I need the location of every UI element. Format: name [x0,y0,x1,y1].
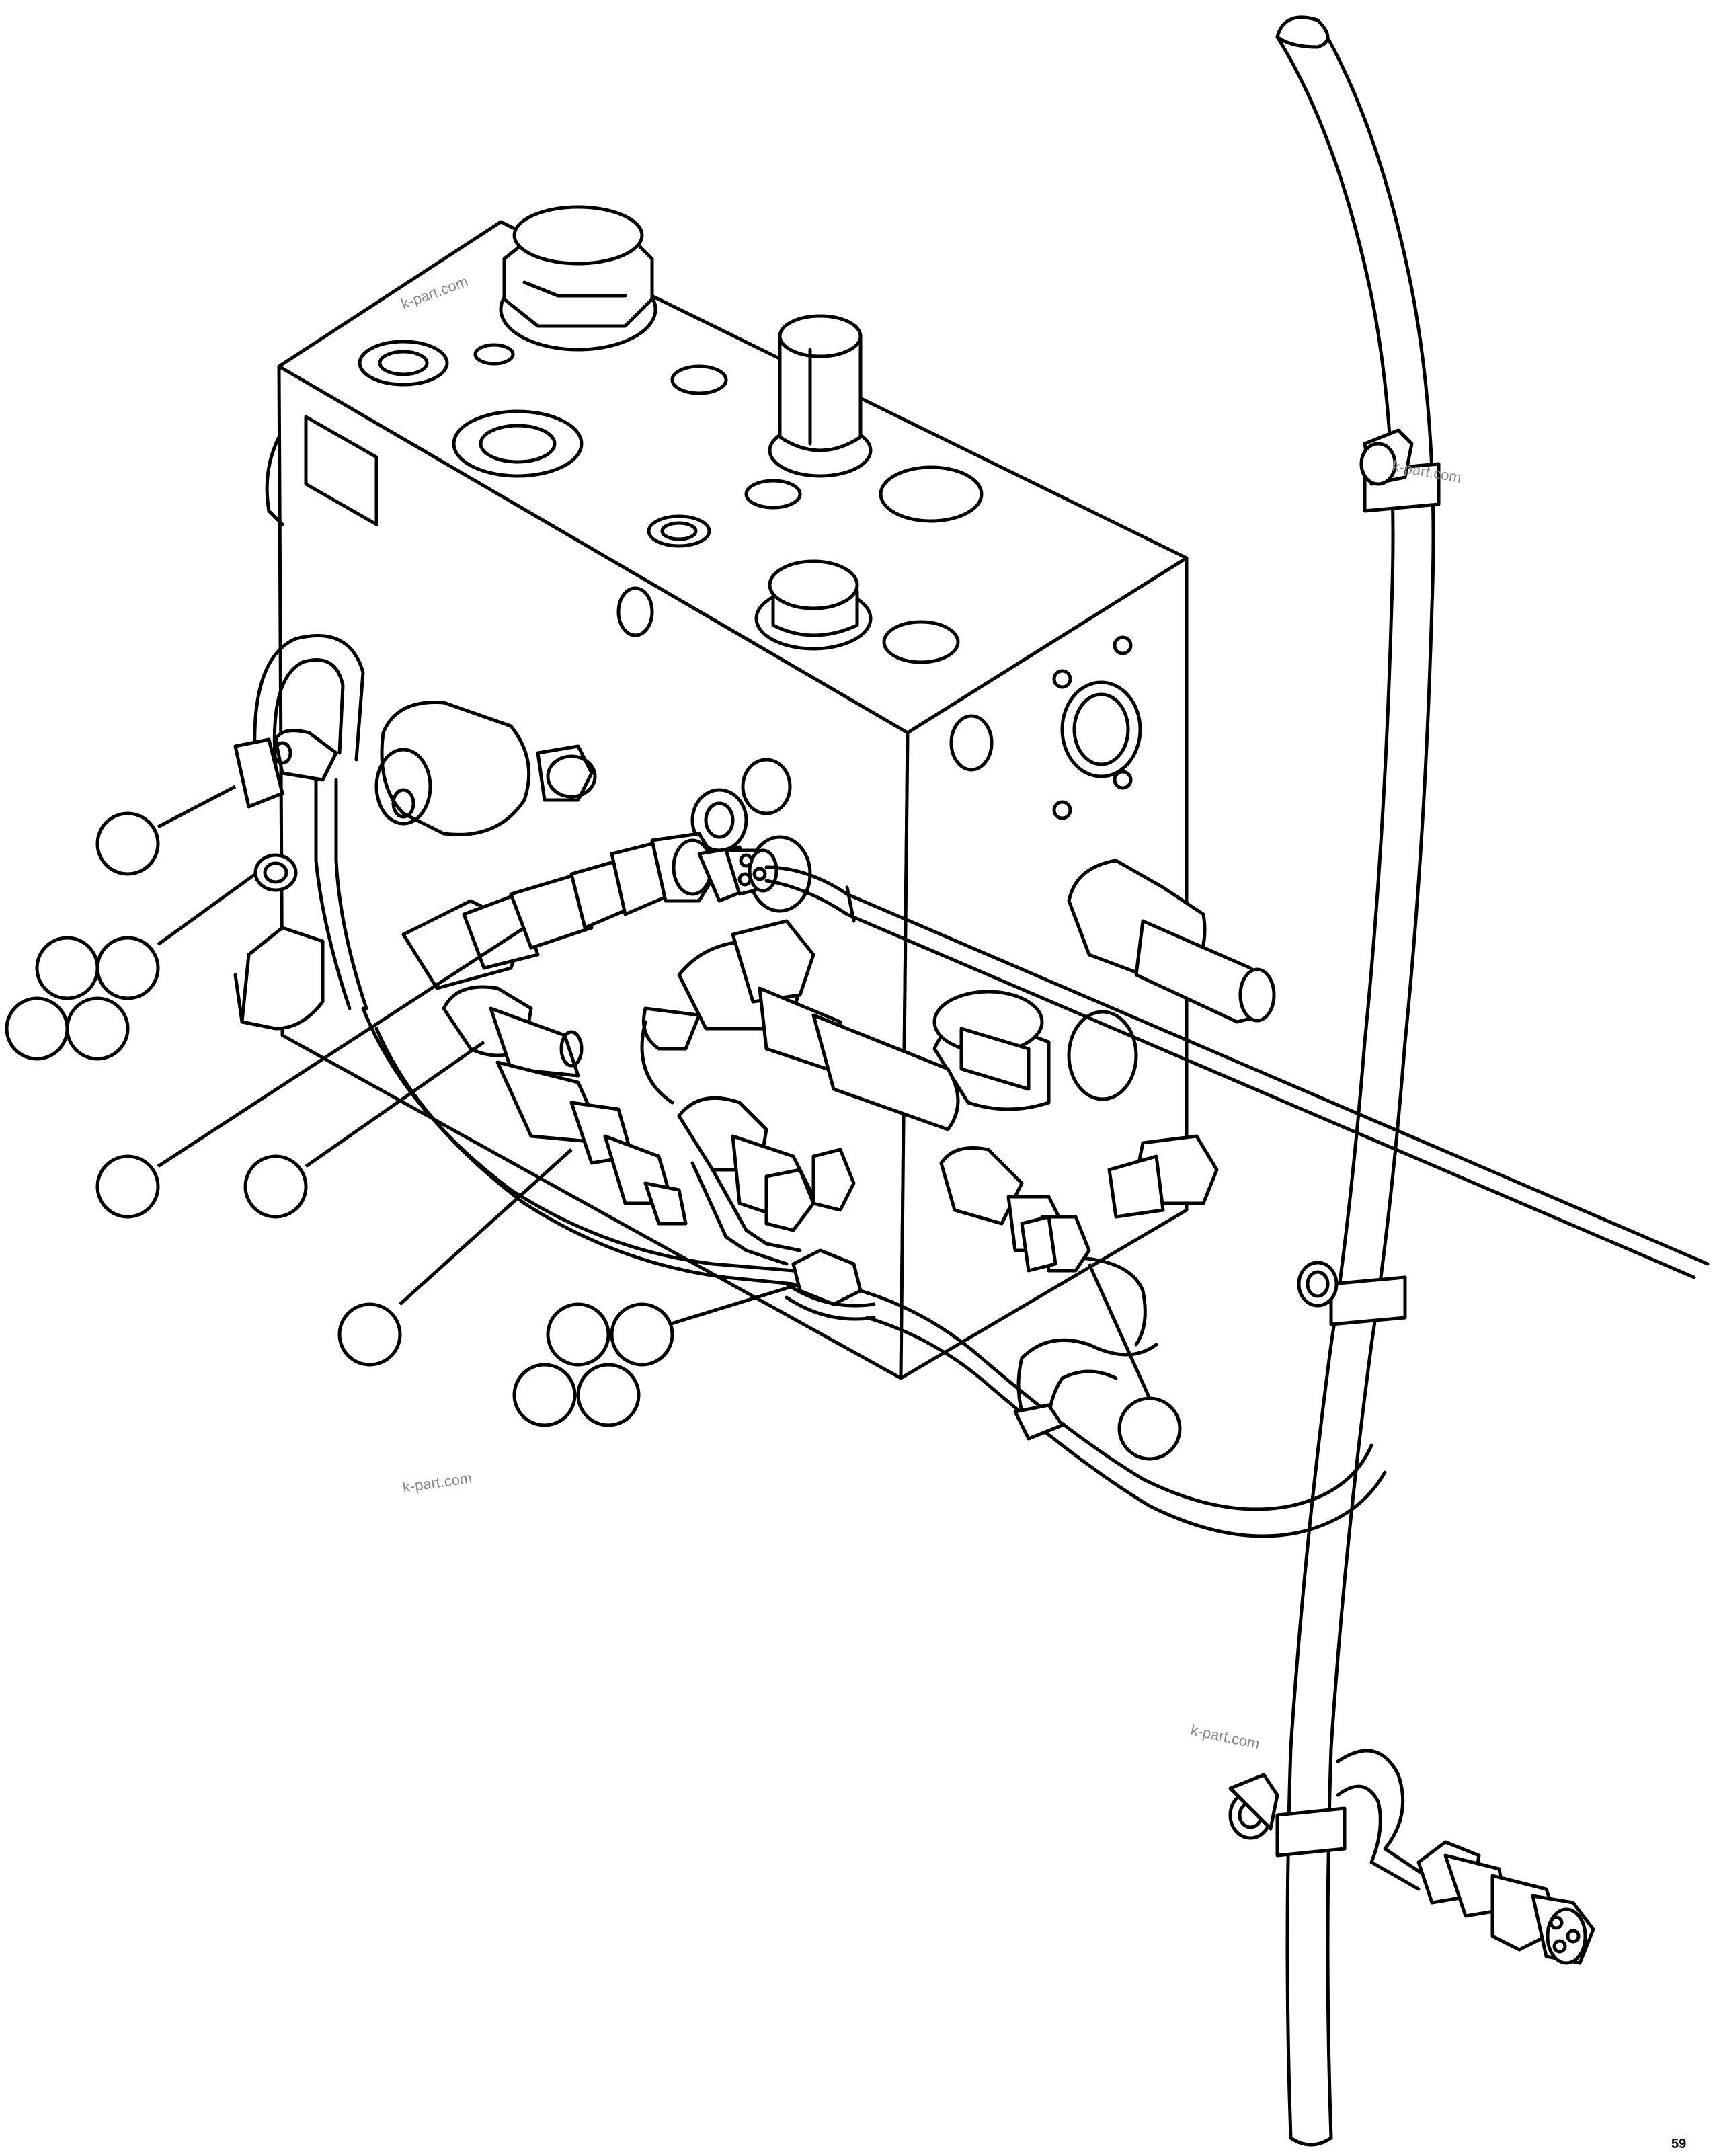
upper-sensor-connector [401,832,778,990]
small-hex-cap [754,559,873,651]
callout-6d[interactable] [576,1363,641,1427]
callout-2a[interactable] [35,936,99,1000]
branch-connector [1336,1749,1595,1965]
central-fittings [640,919,960,1266]
left-handle-bracket [233,926,325,1031]
right-face-ports [949,635,1142,1101]
large-hex-cap [499,205,657,352]
callout-2b[interactable] [95,936,160,1000]
callout-6b[interactable] [610,1302,674,1367]
callout-6a[interactable] [546,1302,610,1367]
bottom-harness [361,1006,1387,1538]
harness-loop [233,634,368,1010]
callout-3[interactable] [95,1154,160,1219]
callout-6c[interactable] [512,1363,577,1427]
callout-4[interactable] [243,1154,308,1219]
callout-circles [5,811,1182,1461]
top-ports [358,340,984,664]
elbow-fitting [1067,859,1276,1024]
solenoid-upper [374,701,597,836]
tall-hex-cartridge [768,314,873,478]
watermark: k-part.com [1189,1721,1261,1752]
callout-2c[interactable] [5,996,69,1061]
leader-lines [157,785,1152,1400]
vertical-hose [1228,15,1441,2147]
callout-7[interactable] [1117,1396,1182,1461]
callout-2d[interactable] [65,996,130,1061]
callout-1[interactable] [95,811,160,876]
middle-sensor-connector [442,985,688,1226]
watermark: k-part.com [401,1470,473,1496]
corner-mark: 59 [1671,2137,1686,2151]
long-cable [764,865,1710,1279]
callout-5[interactable] [337,1302,402,1367]
